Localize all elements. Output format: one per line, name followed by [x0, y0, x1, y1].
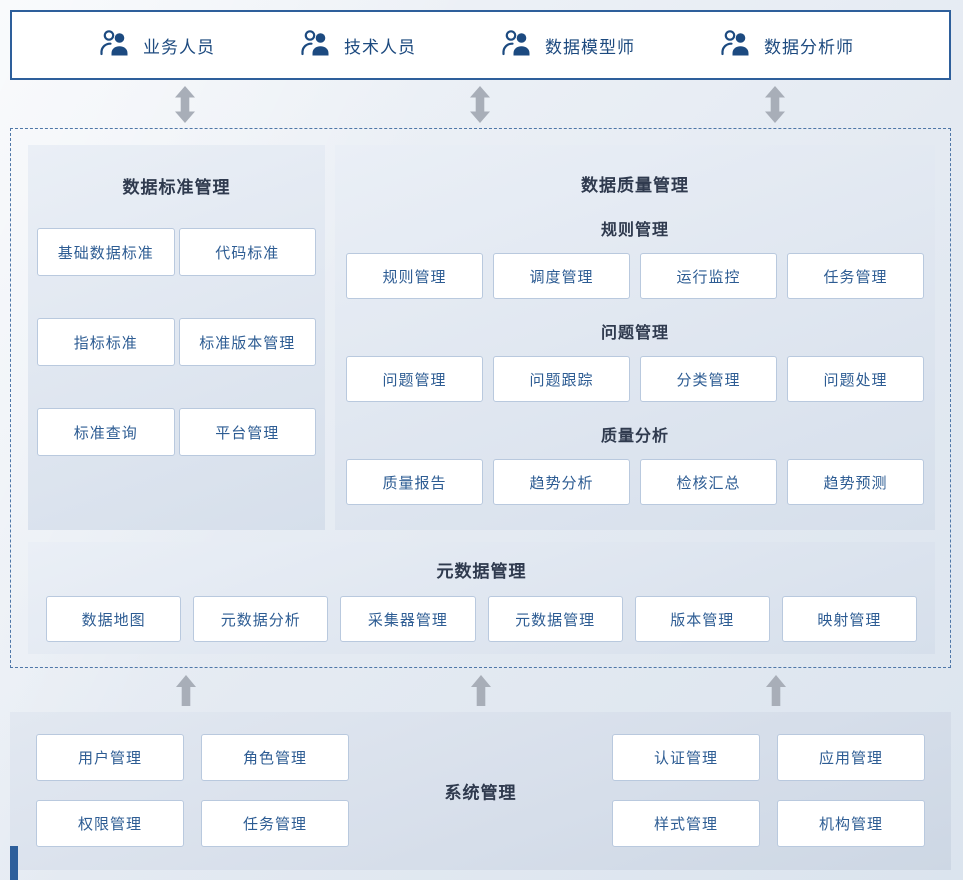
- panel-system: 用户管理 角色管理 权限管理 任务管理 系统管理 认证管理 应用管理 样式管理 …: [10, 712, 951, 870]
- quality-module-button[interactable]: 规则管理: [346, 253, 483, 299]
- metadata-module-button[interactable]: 元数据管理: [487, 596, 623, 642]
- role-data-analyst: 数据分析师: [719, 28, 854, 62]
- users-icon: [500, 28, 532, 62]
- panel-title: 元数据管理: [436, 562, 527, 582]
- role-label: 业务人员: [143, 37, 215, 58]
- quality-module-button[interactable]: 趋势预测: [787, 459, 924, 505]
- role-business: 业务人员: [98, 28, 215, 62]
- panel-data-standard: 数据标准管理 基础数据标准 代码标准 指标标准 标准版本管理 标准查询 平台管理: [28, 145, 325, 530]
- standard-module-button[interactable]: 指标标准: [37, 318, 175, 366]
- platform-container: [10, 128, 951, 668]
- double-arrow-icon: [469, 86, 491, 127]
- system-left-grid: 用户管理 角色管理 权限管理 任务管理: [36, 734, 349, 847]
- accent-bar: [10, 846, 18, 880]
- system-module-button[interactable]: 权限管理: [36, 800, 184, 847]
- up-arrow-icon: [765, 675, 787, 710]
- quality-module-button[interactable]: 检核汇总: [640, 459, 777, 505]
- system-module-button[interactable]: 角色管理: [201, 734, 349, 781]
- standard-module-button[interactable]: 标准版本管理: [178, 318, 316, 366]
- standard-button-grid: 基础数据标准 代码标准 指标标准 标准版本管理 标准查询 平台管理: [37, 228, 316, 456]
- panel-data-quality: 数据质量管理 规则管理 规则管理 调度管理 运行监控 任务管理 问题管理 问题管…: [335, 145, 935, 530]
- metadata-module-button[interactable]: 采集器管理: [340, 596, 476, 642]
- quality-module-button[interactable]: 运行监控: [640, 253, 777, 299]
- role-label: 技术人员: [344, 37, 416, 58]
- role-technical: 技术人员: [299, 28, 416, 62]
- quality-module-button[interactable]: 任务管理: [787, 253, 924, 299]
- users-icon: [719, 28, 751, 62]
- quality-issues-grid: 问题管理 问题跟踪 分类管理 问题处理: [346, 356, 924, 402]
- standard-module-button[interactable]: 平台管理: [178, 408, 316, 456]
- panel-title: 数据标准管理: [122, 178, 231, 198]
- metadata-module-button[interactable]: 元数据分析: [193, 596, 329, 642]
- panel-title: 数据质量管理: [581, 176, 689, 196]
- role-data-modeler: 数据模型师: [500, 28, 635, 62]
- quality-module-button[interactable]: 质量报告: [346, 459, 483, 505]
- group-title-rules: 规则管理: [600, 220, 669, 239]
- quality-module-button[interactable]: 调度管理: [493, 253, 630, 299]
- panel-metadata: 元数据管理 数据地图 元数据分析 采集器管理 元数据管理 版本管理 映射管理: [28, 542, 935, 654]
- system-module-button[interactable]: 任务管理: [201, 800, 349, 847]
- role-label: 数据分析师: [764, 37, 854, 58]
- up-arrow-icon: [470, 675, 492, 710]
- system-right-grid: 认证管理 应用管理 样式管理 机构管理: [612, 734, 925, 847]
- system-module-button[interactable]: 样式管理: [612, 800, 760, 847]
- system-module-button[interactable]: 认证管理: [612, 734, 760, 781]
- double-arrow-icon: [174, 86, 196, 127]
- quality-rules-grid: 规则管理 调度管理 运行监控 任务管理: [346, 253, 924, 299]
- quality-analysis-grid: 质量报告 趋势分析 检核汇总 趋势预测: [346, 459, 924, 505]
- quality-module-button[interactable]: 问题管理: [346, 356, 483, 402]
- role-label: 数据模型师: [545, 37, 635, 58]
- panel-title: 系统管理: [444, 783, 517, 804]
- roles-bar: 业务人员 技术人员 数据模型师: [10, 10, 951, 80]
- standard-module-button[interactable]: 标准查询: [37, 408, 175, 456]
- quality-module-button[interactable]: 问题跟踪: [493, 356, 630, 402]
- users-icon: [98, 28, 130, 62]
- metadata-button-grid: 数据地图 元数据分析 采集器管理 元数据管理 版本管理 映射管理: [46, 596, 917, 642]
- system-module-button[interactable]: 用户管理: [36, 734, 184, 781]
- quality-module-button[interactable]: 分类管理: [640, 356, 777, 402]
- metadata-module-button[interactable]: 数据地图: [46, 596, 182, 642]
- double-arrow-icon: [764, 86, 786, 127]
- quality-module-button[interactable]: 趋势分析: [493, 459, 630, 505]
- group-title-analysis: 质量分析: [600, 426, 669, 445]
- system-module-button[interactable]: 机构管理: [777, 800, 925, 847]
- system-module-button[interactable]: 应用管理: [777, 734, 925, 781]
- up-arrow-icon: [175, 675, 197, 710]
- metadata-module-button[interactable]: 映射管理: [781, 596, 917, 642]
- metadata-module-button[interactable]: 版本管理: [634, 596, 770, 642]
- standard-module-button[interactable]: 基础数据标准: [37, 228, 175, 276]
- users-icon: [299, 28, 331, 62]
- group-title-issues: 问题管理: [600, 323, 669, 342]
- standard-module-button[interactable]: 代码标准: [178, 228, 316, 276]
- quality-module-button[interactable]: 问题处理: [787, 356, 924, 402]
